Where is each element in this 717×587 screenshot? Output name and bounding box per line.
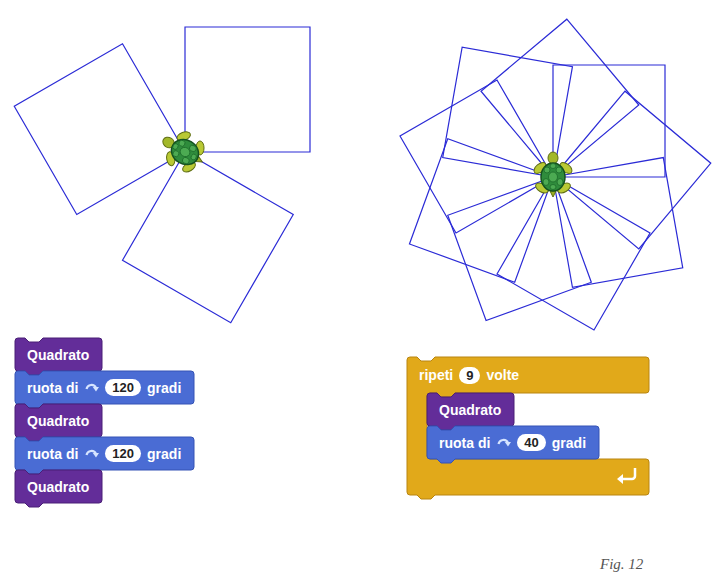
square-outline <box>497 177 650 330</box>
shell-pattern <box>556 167 562 173</box>
shell-pattern <box>172 143 179 151</box>
motion-block: ruota di 120 gradi <box>15 437 194 470</box>
block-outline <box>15 371 194 408</box>
turtle-sprite <box>532 152 574 197</box>
block-label: ruota di <box>439 435 490 451</box>
rotate-head <box>505 442 511 447</box>
repeat-shape <box>407 357 649 499</box>
block-label: volte <box>486 367 519 383</box>
block-row: Quadrato <box>15 470 102 503</box>
block-row: ruota di 120 gradi <box>15 371 194 404</box>
block-outline <box>15 470 102 507</box>
square-outline <box>123 152 294 323</box>
block-label: gradi <box>552 435 586 451</box>
custom-block: Quadrato <box>15 404 102 437</box>
rotate-icon <box>84 446 99 461</box>
block-row: ruota di 120 gradi <box>15 437 194 470</box>
shell-pattern <box>178 139 186 147</box>
square-drawing <box>400 19 711 330</box>
square-outline <box>14 44 185 215</box>
rotate-head <box>93 453 99 458</box>
square-outline <box>448 177 592 321</box>
block-outline <box>15 404 102 441</box>
block-label: gradi <box>147 380 181 396</box>
block-row: Quadrato <box>15 404 102 437</box>
square-drawing <box>14 27 310 323</box>
square-outline <box>409 139 553 283</box>
block-label: ruota di <box>27 380 78 396</box>
shell-pattern <box>550 164 556 169</box>
loop-arrow-head <box>617 474 623 484</box>
figure-caption: Fig. 12 <box>600 556 643 573</box>
turtle-shell <box>167 135 203 170</box>
number-input: 120 <box>105 445 141 462</box>
block-label: Quadrato <box>439 402 501 418</box>
square-outline <box>553 91 711 249</box>
shell-pattern <box>550 185 556 190</box>
rotate-head <box>93 387 99 392</box>
motion-block: ruota di 120 gradi <box>15 371 194 404</box>
square-outline <box>185 27 310 152</box>
shell-pattern <box>549 172 558 182</box>
block-label: ripeti <box>419 367 453 383</box>
shell-pattern <box>544 167 550 173</box>
loop-arrow <box>623 468 635 479</box>
shell-pattern <box>557 179 563 186</box>
block-outline <box>427 393 514 430</box>
turtle-shell <box>541 163 565 191</box>
block-row: Quadrato <box>427 393 514 426</box>
number-input: 40 <box>517 434 545 451</box>
number-input: 9 <box>459 367 480 384</box>
motion-block: ruota di 40 gradi <box>427 426 599 459</box>
block-outline <box>15 338 102 375</box>
square-outline <box>443 47 573 177</box>
custom-block: Quadrato <box>427 393 514 426</box>
block-row: ripeti 9 volte <box>407 357 649 393</box>
rotate-icon <box>496 435 511 450</box>
block-label: Quadrato <box>27 347 89 363</box>
block-label: Quadrato <box>27 479 89 495</box>
shell-pattern <box>172 150 180 158</box>
block-outline <box>427 426 599 463</box>
block-label: ruota di <box>27 446 78 462</box>
repeat-block: ripeti 9 volteQuadrato ruota di 40 gradi <box>407 357 649 495</box>
block-label: Quadrato <box>27 413 89 429</box>
square-outline <box>553 158 683 288</box>
turtle-tail <box>550 191 556 197</box>
square-outline <box>481 19 639 177</box>
shell-pattern <box>181 156 190 165</box>
custom-block: Quadrato <box>15 470 102 503</box>
block-row: ruota di 40 gradi <box>427 426 599 459</box>
block-row: Quadrato <box>15 338 102 371</box>
block-label: gradi <box>147 446 181 462</box>
custom-block: Quadrato <box>15 338 102 371</box>
square-outline <box>400 80 553 233</box>
block-outline <box>15 437 194 474</box>
turtle-head <box>548 152 558 164</box>
turtle-sprite <box>153 121 213 180</box>
shell-pattern <box>543 179 549 186</box>
number-input: 120 <box>105 379 141 396</box>
shell-pattern <box>190 153 197 161</box>
rotate-icon <box>84 380 99 395</box>
shell-pattern <box>188 144 197 153</box>
